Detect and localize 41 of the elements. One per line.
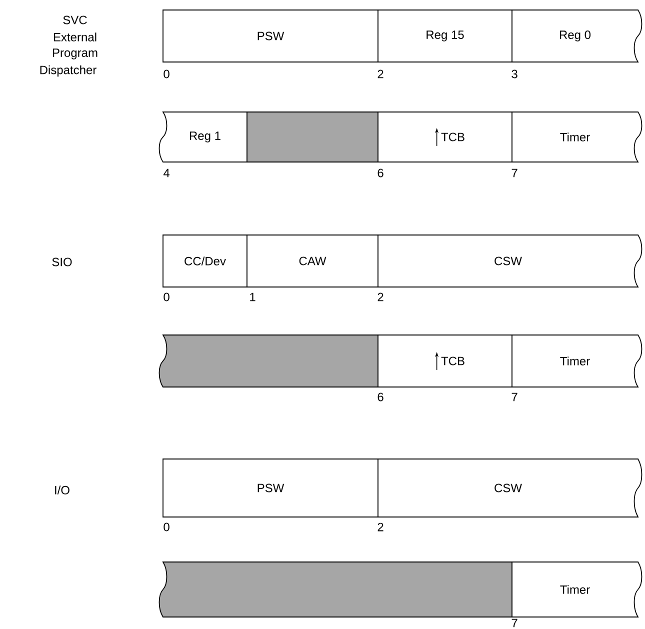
node-label: CSW (494, 484, 522, 492)
interrupt-type: Program (52, 48, 98, 60)
interrupt-type: Dispatcher (40, 65, 96, 77)
register-field: PSW (162, 458, 378, 518)
bit-offset: 2 (378, 292, 384, 302)
bit-offset: 7 (512, 618, 518, 628)
node-label: Timer (560, 132, 590, 142)
bit-offset: 2 (378, 70, 384, 78)
bit-offset: 0 (164, 522, 170, 532)
register-field: Timer (512, 562, 642, 618)
bit-offset: 1 (250, 292, 256, 302)
bit-offset: 7 (512, 392, 518, 402)
register-field: Timer (512, 112, 642, 162)
register-field: CAW (246, 234, 378, 288)
register-field: Timer (512, 334, 642, 388)
register-field: Reg 15 (378, 10, 512, 62)
bit-offset: 0 (164, 292, 170, 302)
interrupt-type: SIO (52, 258, 72, 266)
bit-offset: 0 (164, 70, 170, 78)
shaded-block (158, 562, 512, 618)
shaded-block (246, 112, 378, 162)
register-field: CC/Dev (162, 234, 248, 288)
register-field: TCB (378, 334, 512, 388)
interrupt-type: SVC (63, 16, 87, 24)
interrupt-type: I/O (55, 486, 70, 494)
bit-offset: 3 (512, 70, 518, 78)
bit-offset: 7 (512, 168, 518, 178)
register-field: TCB (378, 112, 512, 162)
interrupt-type: External (54, 32, 96, 42)
node-label: Reg 0 (560, 30, 591, 42)
register-field: Reg 1 (158, 112, 248, 162)
shaded-block (158, 334, 378, 388)
bit-offset: 6 (378, 168, 384, 178)
node-label: CSW (494, 256, 522, 266)
register-field: CSW (378, 458, 642, 518)
bit-offset: 6 (378, 392, 384, 402)
node-label: Timer (560, 356, 590, 366)
node-label: Timer (560, 585, 590, 594)
register-field: PSW (162, 10, 378, 62)
bit-offset: 2 (378, 522, 384, 532)
register-field: Reg 0 (512, 10, 642, 62)
